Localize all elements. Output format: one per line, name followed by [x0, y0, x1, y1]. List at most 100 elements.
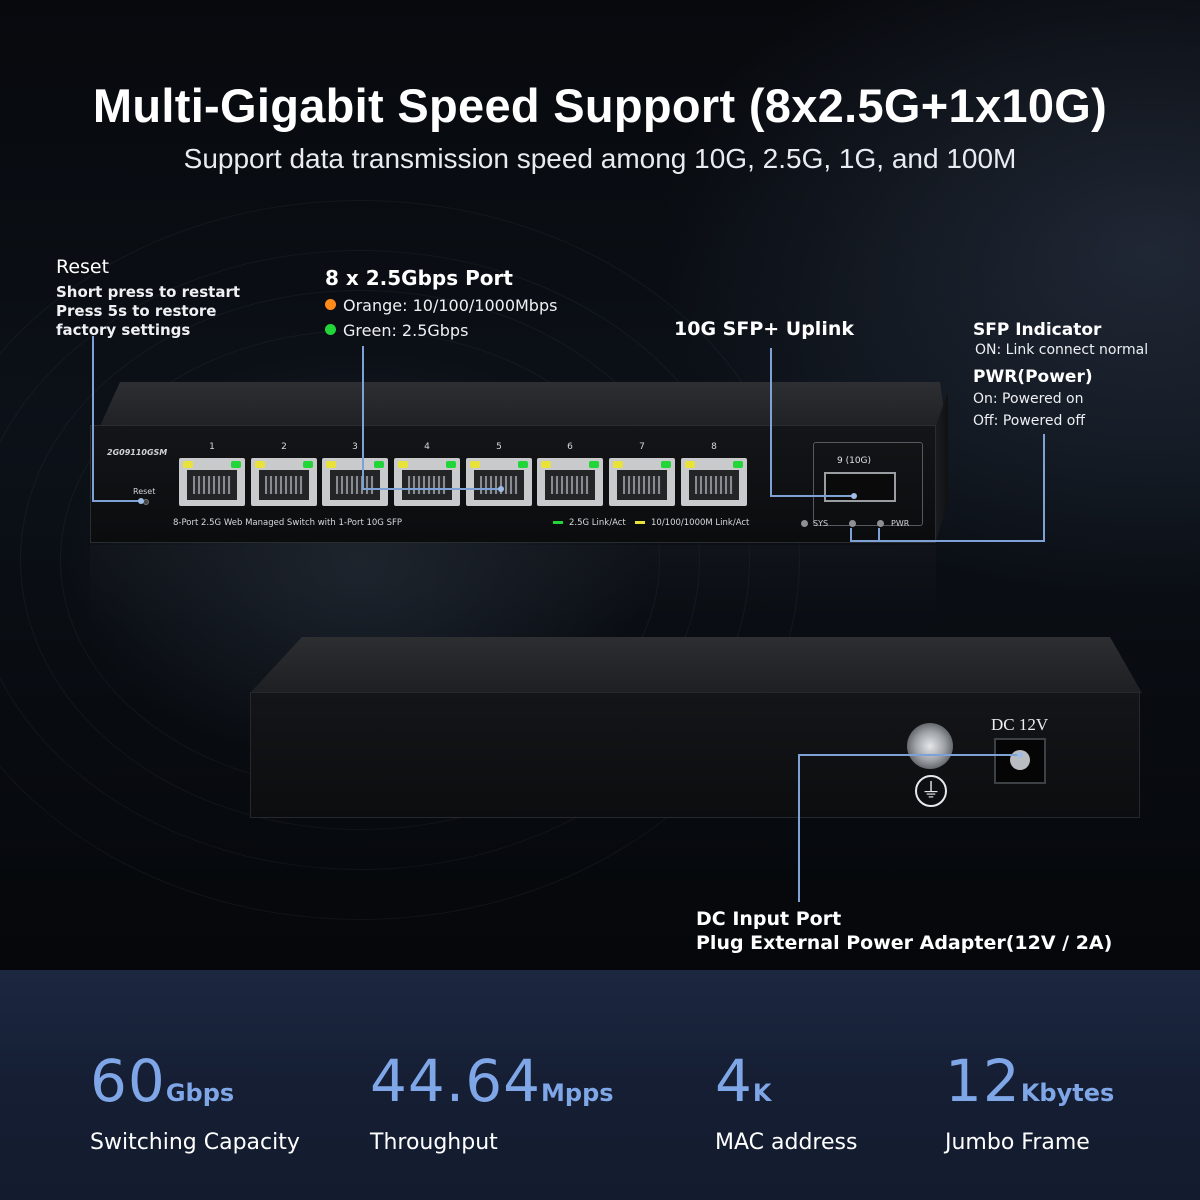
dc-label: DC 12V [991, 715, 1049, 734]
leader-line-dc [798, 754, 800, 902]
rj45-socket [187, 470, 237, 500]
reset-callout-line-2: Press 5s to restore [56, 302, 217, 320]
port-led-green [589, 461, 599, 468]
stat-unit: Kbytes [1020, 1079, 1115, 1107]
switch-back-top [250, 637, 1142, 693]
port-number: 8 [711, 442, 717, 452]
ethernet-port-2[interactable] [251, 458, 317, 506]
reset-label: Reset [133, 487, 156, 496]
yellow-bar-icon [635, 521, 645, 524]
leader-line-ports [362, 488, 502, 490]
rj45-socket [545, 470, 595, 500]
port-led-yellow [255, 461, 265, 468]
ports-callout-green: Green: 2.5Gbps [325, 321, 468, 340]
leader-line-dc [798, 754, 1020, 756]
port-led-green [374, 461, 384, 468]
rj45-socket [330, 470, 380, 500]
leader-dot-sfp [851, 493, 857, 499]
rj45-socket [402, 470, 452, 500]
reset-callout-line-1: Short press to restart [56, 283, 241, 301]
port-led-green [518, 461, 528, 468]
port-number: 2 [281, 442, 287, 452]
ground-screw-icon [907, 723, 953, 769]
rj45-socket [617, 470, 667, 500]
dc-power-jack[interactable] [994, 738, 1046, 784]
port-led-yellow [470, 461, 480, 468]
switch-reflection [90, 545, 936, 625]
reset-callout-line-3: factory settings [56, 321, 191, 339]
stat-value: 12Kbytes [945, 1047, 1115, 1115]
ethernet-port-1[interactable] [179, 458, 245, 506]
pwr-label: PWR [891, 519, 910, 528]
legend-green: 2.5G Link/Act [553, 518, 626, 528]
leader-line-pwr [1043, 434, 1045, 542]
orange-led-dot-icon [325, 299, 336, 310]
pwr-callout-on: On: Powered on [973, 391, 1084, 407]
ethernet-port-8[interactable] [681, 458, 747, 506]
stat-switching-capacity: 60Gbps Switching Capacity [90, 1050, 300, 1155]
port-number: 3 [352, 442, 358, 452]
green-led-dot-icon [325, 324, 336, 335]
stat-mac-address: 4K MAC address [715, 1050, 857, 1155]
ethernet-port-6[interactable] [537, 458, 603, 506]
port-number: 5 [496, 442, 502, 452]
pwr-callout-off: Off: Powered off [973, 413, 1086, 429]
pwr-callout-title: PWR(Power) [973, 367, 1093, 387]
port-led-yellow [183, 461, 193, 468]
stat-jumbo-frame: 12Kbytes Jumbo Frame [945, 1050, 1114, 1155]
ethernet-port-4[interactable] [394, 458, 460, 506]
stat-value: 4K [715, 1047, 772, 1115]
dc-callout-title: DC Input Port [696, 908, 842, 930]
sfp-indicator-title: SFP Indicator [973, 320, 1102, 340]
port-number: 1 [209, 442, 215, 452]
ethernet-port-7[interactable] [609, 458, 675, 506]
stats-band [0, 970, 1200, 1200]
port-number: 7 [639, 442, 645, 452]
port-led-green [446, 461, 456, 468]
port-led-green [231, 461, 241, 468]
sys-led [801, 520, 808, 527]
green-bar-icon [553, 521, 563, 524]
rj45-socket [474, 470, 524, 500]
sfp-port[interactable] [824, 472, 896, 502]
port-number: 4 [424, 442, 430, 452]
stat-label: MAC address [715, 1130, 858, 1155]
stat-value: 60Gbps [90, 1047, 235, 1115]
switch-description: 8-Port 2.5G Web Managed Switch with 1-Po… [173, 518, 403, 528]
ground-symbol-icon: ⏚ [915, 775, 947, 807]
leader-dot-dc [1017, 752, 1023, 758]
port-led-yellow [326, 461, 336, 468]
ethernet-port-3[interactable] [322, 458, 388, 506]
leader-dot-reset [138, 498, 144, 504]
switch-front-top [100, 382, 946, 426]
leader-line-pwr [850, 528, 852, 541]
port-led-yellow [541, 461, 551, 468]
rj45-socket [259, 470, 309, 500]
legend-yellow: 10/100/1000M Link/Act [635, 518, 749, 528]
ethernet-port-5[interactable] [466, 458, 532, 506]
sfp-uplink-callout-title: 10G SFP+ Uplink [674, 318, 854, 340]
leader-line-ports [362, 346, 364, 489]
page-title: Multi-Gigabit Speed Support (8x2.5G+1x10… [92, 79, 1108, 132]
leader-line-pwr [850, 540, 1045, 542]
model-label: 2G09110GSM [107, 448, 168, 457]
leader-dot-ports [498, 486, 504, 492]
stat-value: 44.64Mpps [370, 1047, 614, 1115]
port-led-green [733, 461, 743, 468]
page-subtitle: Support data transmission speed among 10… [183, 143, 1017, 174]
stat-throughput: 44.64Mpps Throughput [370, 1050, 614, 1155]
reset-callout-title: Reset [56, 256, 110, 278]
stat-unit: Gbps [165, 1079, 235, 1107]
sfp-panel [813, 442, 923, 526]
rj45-socket [689, 470, 739, 500]
stat-unit: K [752, 1079, 772, 1107]
stat-unit: Mpps [541, 1079, 614, 1107]
leader-line-sfp [770, 495, 854, 497]
leader-line-pwr [878, 528, 880, 541]
port-led-yellow [685, 461, 695, 468]
sys-label: SYS [813, 519, 829, 528]
dc-callout-line: Plug External Power Adapter(12V / 2A) [696, 932, 1113, 954]
ports-callout-orange: Orange: 10/100/1000Mbps [325, 296, 557, 315]
port-led-yellow [398, 461, 408, 468]
sfp-led [849, 520, 856, 527]
